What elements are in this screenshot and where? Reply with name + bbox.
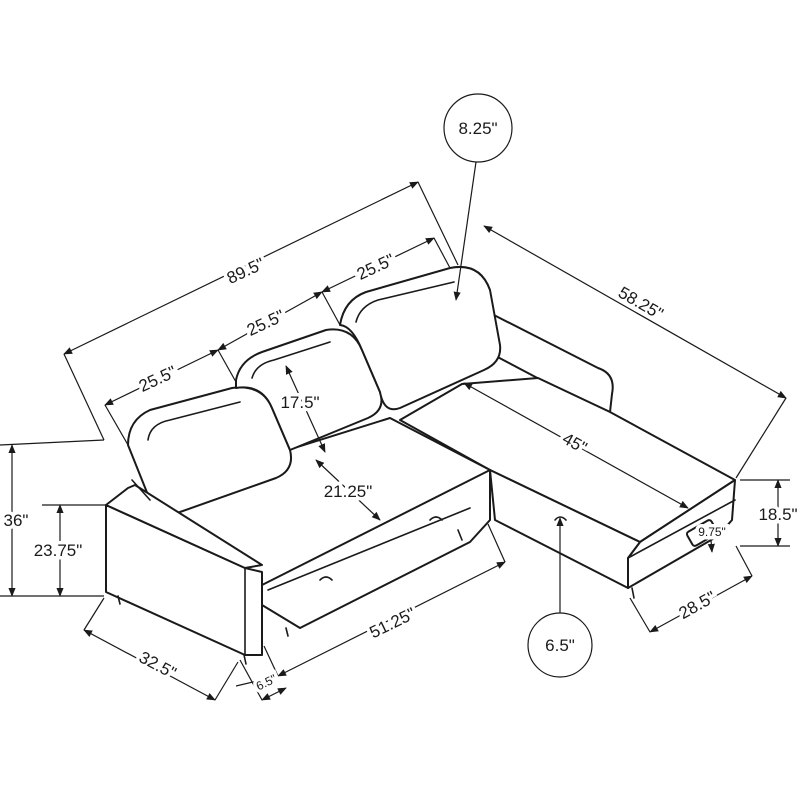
seat-width-2-label: 25.5" bbox=[244, 306, 287, 340]
arm-height-label: 23.75" bbox=[34, 541, 83, 560]
chaise-width-label: 28.5" bbox=[676, 587, 719, 623]
seat-depth-label: 21.25" bbox=[324, 482, 373, 501]
back-height-label: 17.5" bbox=[280, 393, 319, 412]
arm-width-label: 6.5" bbox=[254, 672, 279, 694]
dimension-lines bbox=[0, 93, 790, 701]
leg-height-label: 6.5" bbox=[545, 636, 575, 655]
chaise-length-label: 58.25" bbox=[615, 283, 667, 324]
back-thickness-label: 8.25" bbox=[458, 119, 497, 138]
overall-depth-label: 32.5" bbox=[136, 648, 179, 683]
drawer-height-label: 9.75" bbox=[698, 525, 726, 539]
overall-height-label: 36" bbox=[4, 511, 29, 530]
seat-width-1-label: 25.5" bbox=[136, 362, 179, 396]
back-thickness-callout bbox=[443, 93, 513, 163]
seat-height-label: 18.5" bbox=[758, 505, 797, 524]
seat-width-3-label: 25.5" bbox=[354, 250, 397, 284]
inner-width-label: 51.25" bbox=[367, 604, 419, 642]
total-length-label: 89.5" bbox=[224, 254, 267, 288]
